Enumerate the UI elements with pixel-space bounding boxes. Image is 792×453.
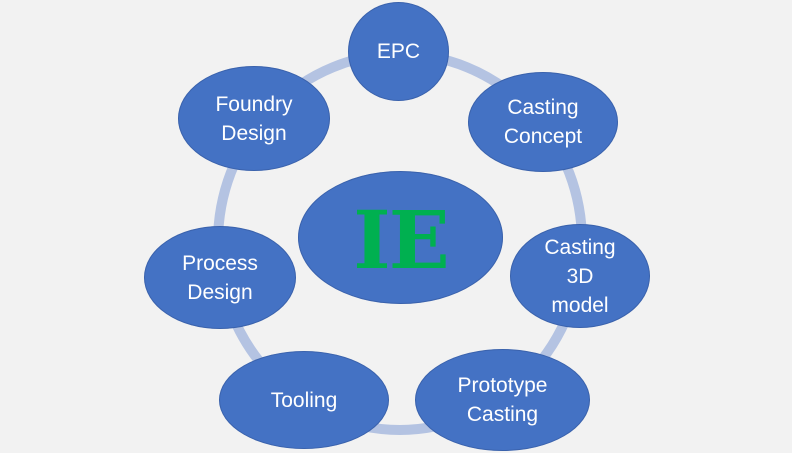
node-label-line: Prototype — [457, 374, 548, 397]
node-label: Prototype Casting — [458, 371, 548, 429]
node-label-line: Design — [221, 121, 287, 145]
node-label: Casting 3D model — [544, 233, 615, 320]
node-foundry-design[interactable]: Foundry Design — [178, 66, 330, 171]
node-epc[interactable]: EPC — [348, 2, 449, 101]
node-label: Tooling — [271, 386, 338, 415]
center-node[interactable]: IE — [298, 171, 503, 304]
node-label: Foundry Design — [215, 90, 292, 148]
node-label-line: 3D — [566, 264, 594, 288]
node-label-line: Tooling — [270, 388, 338, 412]
node-label-line: Casting — [507, 96, 579, 119]
node-prototype-casting[interactable]: Prototype Casting — [415, 349, 590, 451]
node-label-line: Casting — [466, 403, 539, 426]
node-label-line: Casting — [544, 235, 616, 259]
node-label-line: Concept — [503, 125, 583, 148]
center-label: IE — [353, 192, 449, 287]
node-process-design[interactable]: Process Design — [144, 226, 296, 329]
node-casting-3d-model[interactable]: Casting 3D model — [510, 224, 650, 328]
node-label-line: EPC — [376, 40, 421, 63]
node-label-line: model — [551, 293, 609, 317]
node-label: Process Design — [182, 249, 258, 307]
node-label: EPC — [377, 37, 420, 66]
node-label-line: Design — [187, 280, 253, 304]
node-label-line: Process — [182, 251, 258, 275]
node-label-line: Foundry — [215, 92, 293, 116]
node-tooling[interactable]: Tooling — [219, 351, 389, 449]
node-casting-concept[interactable]: Casting Concept — [468, 72, 618, 172]
node-label: Casting Concept — [504, 93, 582, 151]
